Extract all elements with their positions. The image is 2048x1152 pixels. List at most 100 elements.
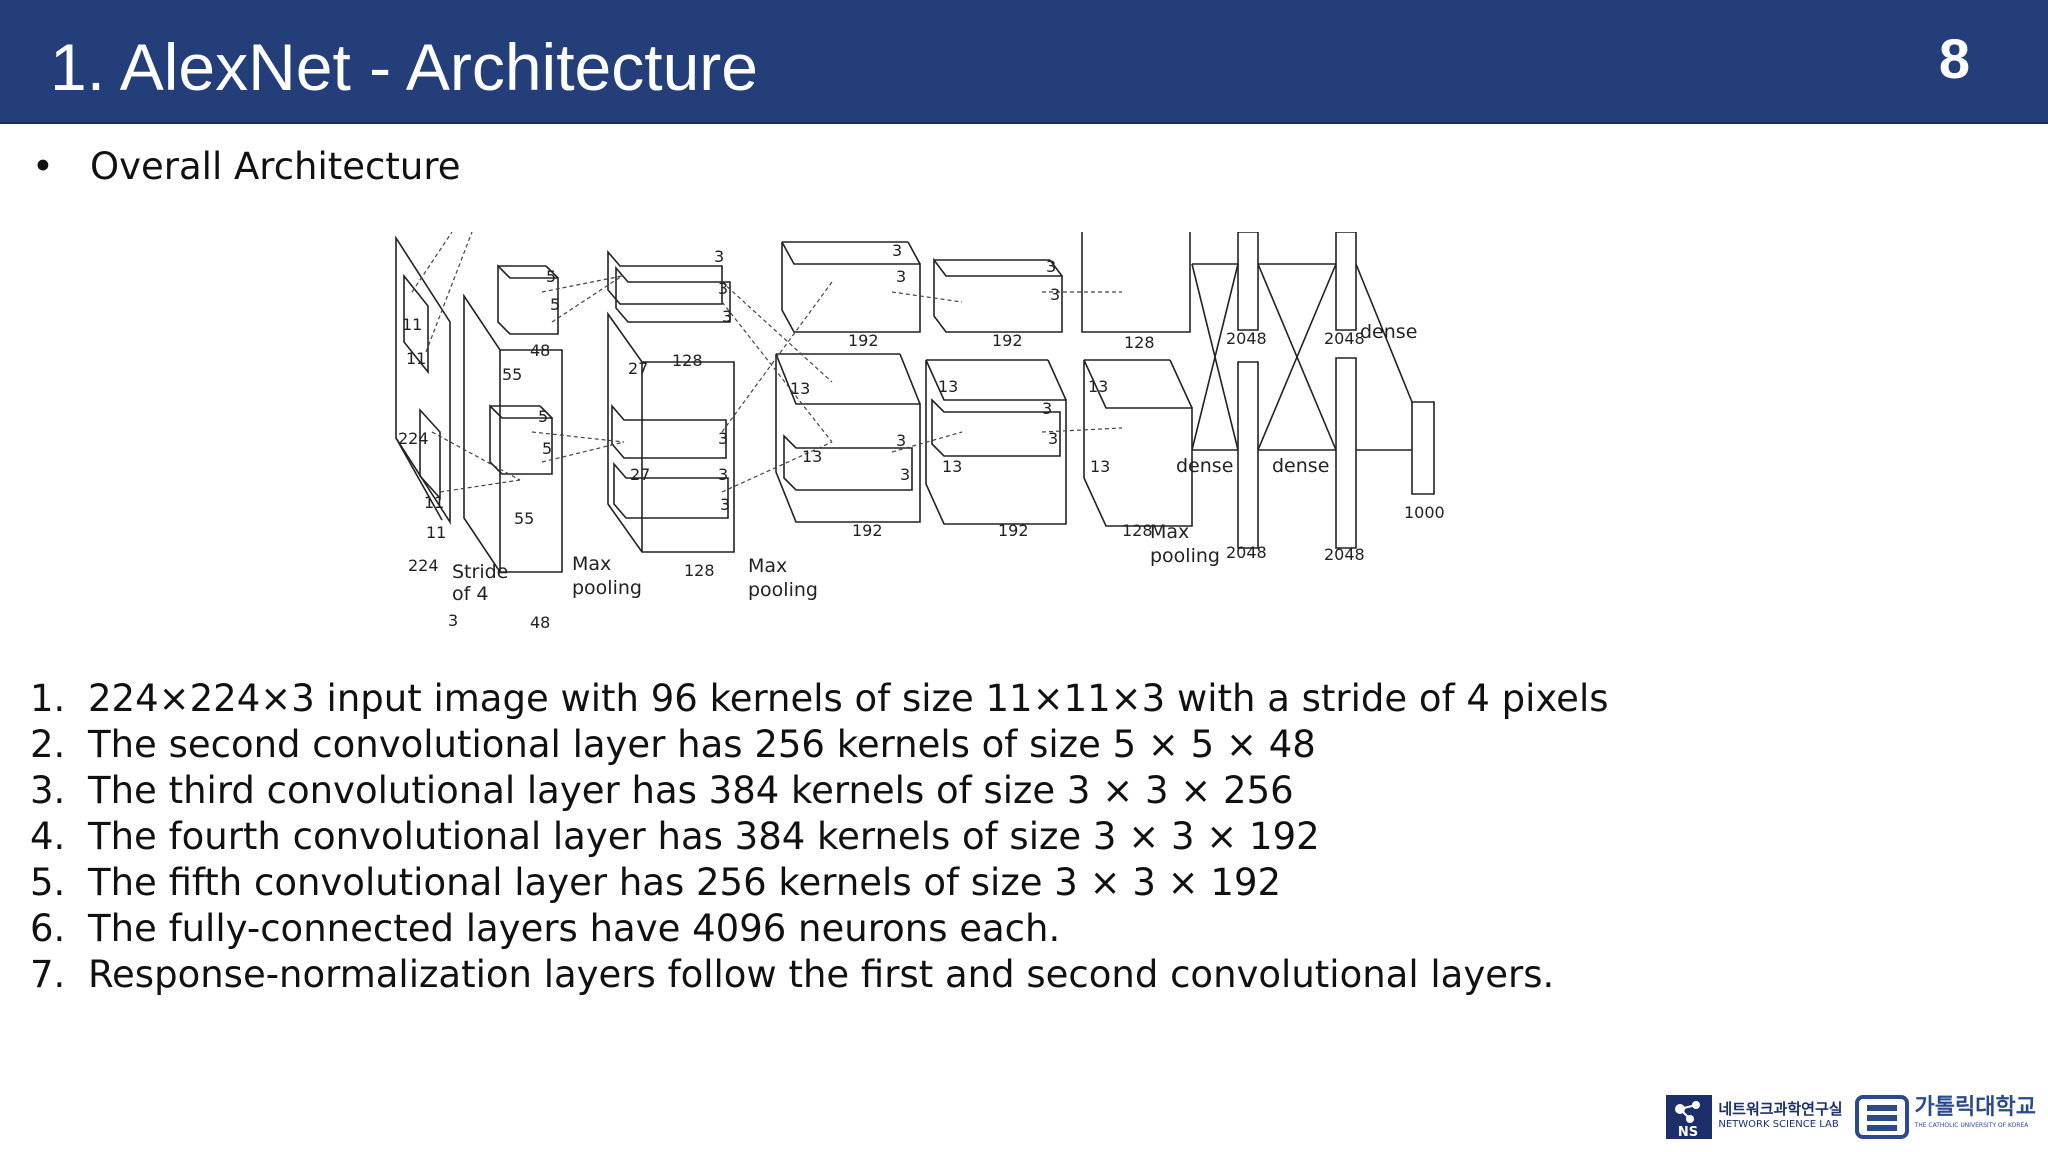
label-c3-13-b: 13 xyxy=(802,447,822,466)
conv2-kernel-2 xyxy=(615,265,731,323)
list-num: 2. xyxy=(30,723,66,766)
label-k5-d: 5 xyxy=(542,439,552,458)
input-kernel-bottom xyxy=(419,407,441,501)
label-c4-k3-4: 3 xyxy=(1048,429,1058,448)
network-lab-badge: NS xyxy=(1678,1125,1698,1139)
list-item: 3. The third convolutional layer has 384 … xyxy=(30,768,1609,814)
list-text: The fully-connected layers have 4096 neu… xyxy=(88,907,1061,950)
label-c3-k3-1: 3 xyxy=(892,241,902,260)
label-c5-13: 13 xyxy=(1088,377,1108,396)
list-num: 1. xyxy=(30,677,66,720)
network-science-lab-logo: NS 네트워크과학연구실 NETWORK SCIENCE LAB xyxy=(1666,1095,1843,1139)
list-num: 3. xyxy=(30,769,66,812)
label-k11-d: 11 xyxy=(426,523,446,542)
output-layer xyxy=(1411,401,1435,495)
label-c3-192-b: 192 xyxy=(852,521,883,540)
bullet-text: Overall Architecture xyxy=(90,145,461,188)
list-item: 7. Response-normalization layers follow t… xyxy=(30,952,1609,998)
label-c3-k3-4: 3 xyxy=(900,465,910,484)
input-volume xyxy=(395,235,451,525)
label-maxpool3-b: pooling xyxy=(1150,545,1220,567)
bullet-dot: • xyxy=(32,145,54,188)
conv2-volume xyxy=(607,311,735,553)
alexnet-diagram-svg: 224 224 3 11 11 11 11 Stride of 4 55 55 … xyxy=(395,232,1445,632)
label-maxpool2: Max xyxy=(748,555,787,577)
label-of4: of 4 xyxy=(452,583,488,605)
list-text: The third convolutional layer has 384 ke… xyxy=(88,769,1294,812)
label-fc-2048-2: 2048 xyxy=(1324,329,1365,348)
label-k5-c: 5 xyxy=(538,407,548,426)
label-c4-k3-1: 3 xyxy=(1046,257,1056,276)
conv2-kernel-1 xyxy=(607,249,723,305)
list-item: 2.The second convolutional layer has 256… xyxy=(30,722,1609,768)
list-text: Response-normalization layers follow the… xyxy=(88,953,1555,996)
list-item: 5.The fifth convolutional layer has 256 … xyxy=(30,860,1609,906)
label-c4-k3-3: 3 xyxy=(1042,399,1052,418)
label-fc-2048-4: 2048 xyxy=(1324,545,1365,564)
slide-header: 1. AlexNet - Architecture 8 xyxy=(0,0,2048,124)
list-text: The fourth convolutional layer has 384 k… xyxy=(88,815,1320,858)
label-224: 224 xyxy=(398,429,429,448)
label-c1-48: 48 xyxy=(530,341,550,360)
dense1-bottom xyxy=(1237,361,1259,549)
conv3-volume-top xyxy=(781,241,921,333)
dense2-bottom xyxy=(1335,357,1357,549)
input-kernel-top xyxy=(403,273,429,375)
label-c2-128: 128 xyxy=(672,351,703,370)
label-k11-c: 11 xyxy=(424,493,444,512)
label-c1-55: 55 xyxy=(502,365,522,384)
list-text: 224×224×3 input image with 96 kernels of… xyxy=(88,677,1609,720)
university-emblem-icon xyxy=(1854,1095,1909,1139)
label-c2-k3-6: 3 xyxy=(720,495,730,514)
label-fc-2048-1: 2048 xyxy=(1226,329,1267,348)
label-c5-128-b: 128 xyxy=(1122,521,1153,540)
conv4-volume-bottom xyxy=(925,359,1067,525)
list-num: 7. xyxy=(30,953,66,996)
label-k5-a: 5 xyxy=(546,267,556,286)
network-lab-icon: NS xyxy=(1666,1095,1713,1139)
conv3-volume-bottom xyxy=(775,353,921,523)
label-k5-b: 5 xyxy=(550,295,560,314)
label-224-bottom: 224 xyxy=(408,556,439,575)
footer-logos: NS 네트워크과학연구실 NETWORK SCIENCE LAB 가톨릭대학교 … xyxy=(1666,1092,2036,1142)
label-c4-13: 13 xyxy=(938,377,958,396)
conv2-kernel-3 xyxy=(611,403,727,459)
label-c3-13: 13 xyxy=(790,379,810,398)
conv4-kernel xyxy=(931,398,1061,457)
label-c2-k3-4: 3 xyxy=(718,429,728,448)
label-dense-a: dense xyxy=(1176,455,1233,477)
lab-name-en: NETWORK SCIENCE LAB xyxy=(1718,1119,1839,1130)
bullet-item: • Overall Architecture xyxy=(32,142,461,192)
layer-description-list: 1. 224×224×3 input image with 96 kernels … xyxy=(30,676,1609,998)
list-text: The fifth convolutional layer has 256 ke… xyxy=(88,861,1282,904)
label-input-depth: 3 xyxy=(448,611,458,630)
label-c4-192-b: 192 xyxy=(998,521,1029,540)
label-fc-2048-3: 2048 xyxy=(1226,543,1267,562)
label-c1-48-b: 48 xyxy=(530,613,550,632)
label-c3-192: 192 xyxy=(848,331,879,350)
label-c3-k3-2: 3 xyxy=(896,267,906,286)
university-name-en: THE CATHOLIC UNIVERSITY OF KOREA xyxy=(1914,1122,2029,1129)
label-out-1000: 1000 xyxy=(1404,503,1445,522)
label-dense-c: dense xyxy=(1360,321,1417,343)
label-c2-k3-3: 3 xyxy=(722,307,732,326)
conv5-volume xyxy=(1083,359,1193,527)
label-stride: Stride xyxy=(452,561,508,583)
label-c2-27: 27 xyxy=(628,359,648,378)
lab-name-kr: 네트워크과학연구실 xyxy=(1718,1100,1843,1118)
label-c4-k3-2: 3 xyxy=(1050,285,1060,304)
conv2-kernel-4 xyxy=(613,461,729,519)
slide-title: 1. AlexNet - Architecture xyxy=(50,30,758,104)
list-item: 1. 224×224×3 input image with 96 kernels … xyxy=(30,676,1609,722)
label-c1-55-b: 55 xyxy=(514,509,534,528)
label-k11-b: 11 xyxy=(406,349,426,368)
label-maxpool1-b: pooling xyxy=(572,577,642,599)
conv1-kernel-bottom xyxy=(489,404,553,475)
label-c4-13-b: 13 xyxy=(942,457,962,476)
label-c2-128-b: 128 xyxy=(684,561,715,580)
label-c2-27-b: 27 xyxy=(630,465,650,484)
label-c2-k3-2: 3 xyxy=(718,279,728,298)
conv3-kernel xyxy=(783,434,913,491)
label-c5-13-b: 13 xyxy=(1090,457,1110,476)
list-num: 4. xyxy=(30,815,66,858)
